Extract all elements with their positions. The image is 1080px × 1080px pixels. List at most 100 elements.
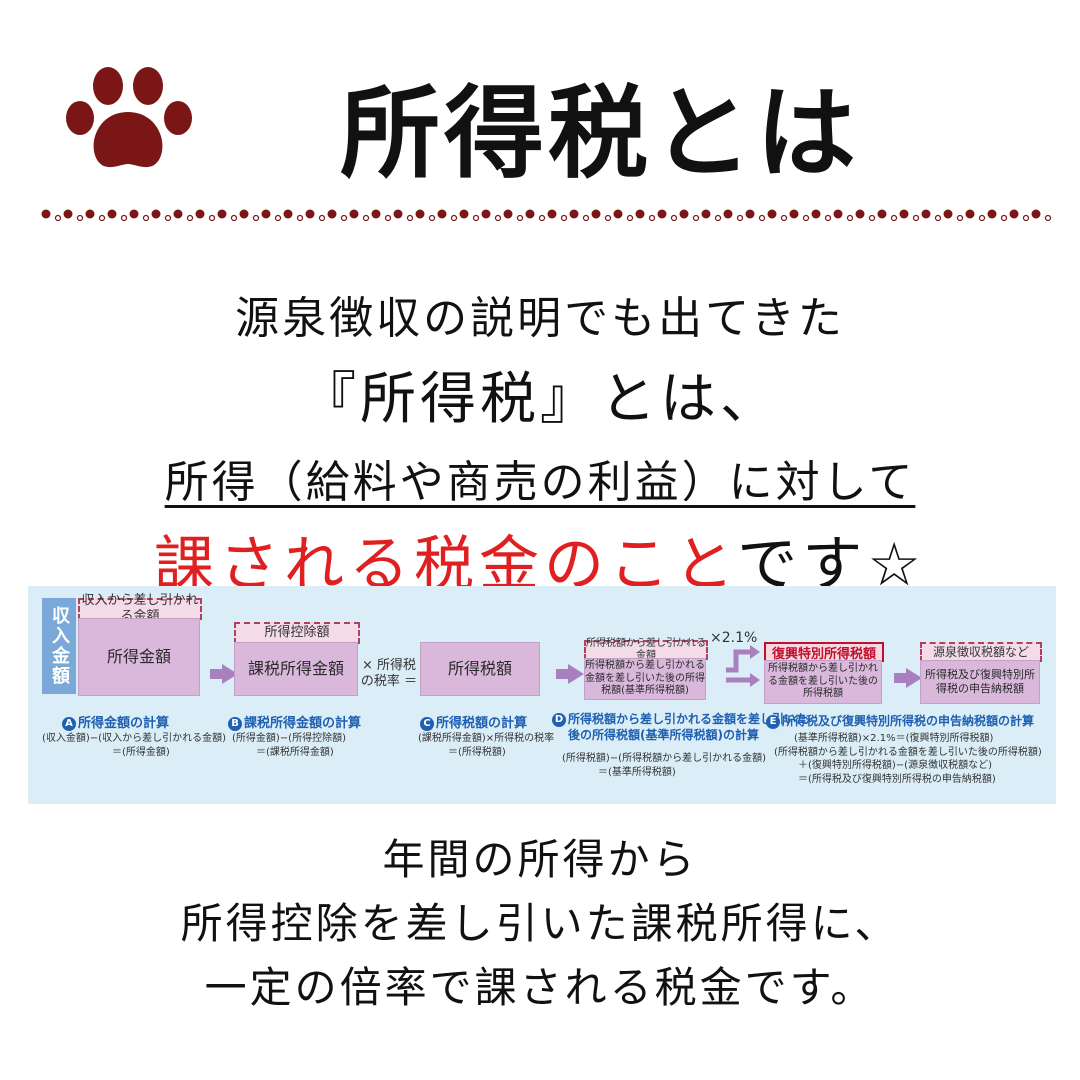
divider-dot	[208, 214, 216, 222]
divider-dot	[679, 209, 689, 219]
divider-dot	[503, 209, 513, 219]
b-box: 課税所得金額	[234, 642, 358, 696]
d-caption-text-1: 所得税額から差し引かれる金額を差し引いた	[568, 712, 809, 726]
divider-dot	[1044, 214, 1052, 222]
dotted-divider	[41, 209, 1052, 222]
c-box: 所得税額	[420, 642, 540, 696]
divider-dot	[481, 209, 491, 219]
divider-dot	[965, 209, 975, 219]
divider-dot	[626, 214, 634, 222]
divider-dot	[186, 214, 194, 222]
divider-dot	[613, 209, 623, 219]
a-formula-1: (収入金額)−(収入から差し引かれる金額)	[42, 733, 226, 744]
body-line-2: 所得控除を差し引いた課税所得に、	[180, 899, 900, 948]
f-box: 所得税及び復興特別所得税の申告納税額	[920, 660, 1040, 704]
rate-operator-text: 所得税の税率	[360, 658, 417, 689]
divider-dot	[868, 214, 876, 222]
d-caption-text-2: 後の所得税額(基準所得税額)の計算	[568, 727, 759, 742]
divider-dot	[525, 209, 535, 219]
divider-dot	[1000, 214, 1008, 222]
d-formula: (所得税額)−(所得税額から差し引かれる金額) ＝(基準所得税額)	[562, 752, 766, 779]
divider-dot	[978, 214, 986, 222]
divider-dot	[657, 209, 667, 219]
e-formula: (基準所得税額)×2.1%＝(復興特別所得税額) (所得税額から差し引かれる金額…	[774, 732, 1042, 786]
split-arrow-icon	[726, 645, 760, 687]
divider-dot	[252, 214, 260, 222]
divider-dot	[54, 214, 62, 222]
b-top-box: 所得控除額	[234, 622, 360, 644]
letter-b-icon: B	[228, 716, 242, 731]
divider-dot	[230, 214, 238, 222]
divider-dot	[1009, 209, 1019, 219]
divider-dot	[450, 214, 458, 222]
divider-dot	[274, 214, 282, 222]
divider-dot	[41, 209, 51, 219]
b-formula: (所得金額)−(所得控除額) ＝(課税所得金額)	[232, 732, 346, 759]
divider-dot	[745, 209, 755, 219]
d-formula-2: ＝(基準所得税額)	[598, 766, 676, 778]
divider-dot	[934, 214, 942, 222]
divider-dot	[98, 214, 106, 222]
divider-dot	[714, 214, 722, 222]
f-top-box: 源泉徴収税額など	[920, 642, 1042, 662]
divider-dot	[283, 209, 293, 219]
divider-dot	[723, 209, 733, 219]
arrow-icon	[556, 664, 584, 684]
divider-dot	[1031, 209, 1041, 219]
divider-dot	[824, 214, 832, 222]
divider-dot	[912, 214, 920, 222]
page-title: 所得税とは	[340, 75, 860, 192]
b-formula-1: (所得金額)−(所得控除額)	[232, 733, 346, 744]
divider-dot	[362, 214, 370, 222]
b-caption-text: 課税所得金額の計算	[244, 716, 362, 731]
divider-dot	[877, 209, 887, 219]
divider-dot	[349, 209, 359, 219]
b-formula-2: ＝(課税所得金額)	[256, 746, 334, 758]
divider-dot	[318, 214, 326, 222]
divider-dot	[692, 214, 700, 222]
divider-dot	[701, 209, 711, 219]
divider-dot	[736, 214, 744, 222]
d-formula-1: (所得税額)−(所得税額から差し引かれる金額)	[562, 753, 766, 764]
letter-c-icon: C	[420, 716, 434, 731]
intro-line-3-text: 所得（給料や商売の利益）に対して	[164, 457, 916, 508]
divider-dot	[261, 209, 271, 219]
divider-dot	[758, 214, 766, 222]
e-caption-text: 所得税及び復興特別所得税の申告納税額の計算	[782, 714, 1035, 728]
letter-d-icon: D	[552, 712, 566, 727]
arrow-icon	[894, 668, 922, 688]
rate-operator: × 所得税の税率 ＝	[360, 658, 418, 689]
divider-dot	[833, 209, 843, 219]
divider-dot	[142, 214, 150, 222]
divider-dot	[393, 209, 403, 219]
divider-dot	[846, 214, 854, 222]
e-formula-4: ＝(所得税及び復興特別所得税の申告納税額)	[798, 773, 996, 785]
divider-dot	[296, 214, 304, 222]
c-caption-text: 所得税額の計算	[436, 716, 528, 731]
e-formula-3: ＋(復興特別所得税額)−(源泉徴収税額など)	[798, 760, 992, 771]
letter-a-icon: A	[62, 716, 76, 731]
side-label-income: 収入金額	[42, 598, 76, 694]
divider-dot	[890, 214, 898, 222]
divider-dot	[415, 209, 425, 219]
divider-dot	[217, 209, 227, 219]
divider-dot	[767, 209, 777, 219]
divider-dot	[560, 214, 568, 222]
divider-dot	[428, 214, 436, 222]
divider-dot	[569, 209, 579, 219]
intro-line-1: 源泉徴収の説明でも出てきた	[235, 293, 845, 344]
divider-dot	[239, 209, 249, 219]
divider-dot	[811, 209, 821, 219]
a-caption-text: 所得金額の計算	[78, 716, 170, 731]
divider-dot	[384, 214, 392, 222]
divider-dot	[340, 214, 348, 222]
divider-dot	[855, 209, 865, 219]
intro-line-2: 『所得税』とは、	[300, 367, 780, 432]
c-formula: (課税所得金額)×所得税の税率＝(所得税額)	[418, 732, 554, 759]
divider-dot	[899, 209, 909, 219]
